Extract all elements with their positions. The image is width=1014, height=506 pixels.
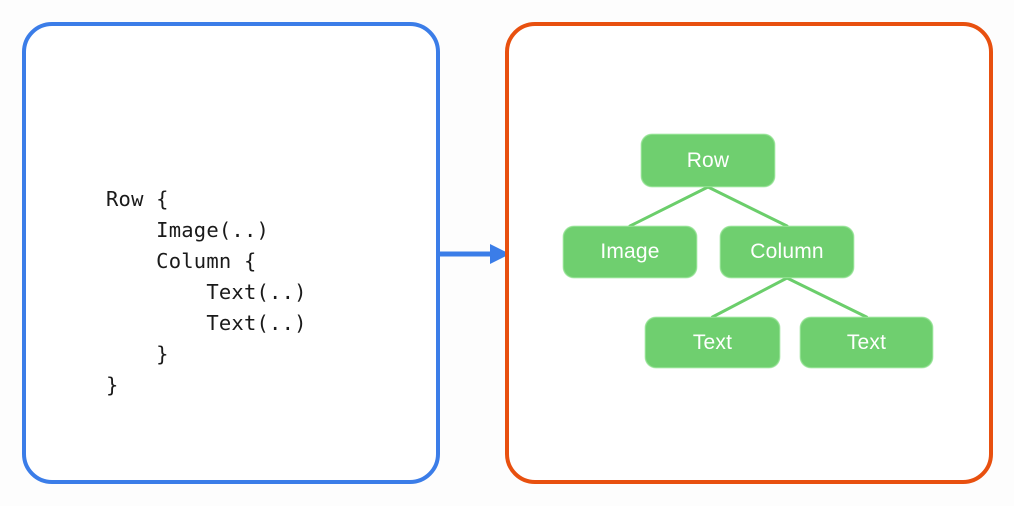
tree-node-label: Text: [846, 330, 887, 354]
tree-node-label: Text: [692, 330, 733, 354]
tree-node-label: Row: [686, 148, 730, 172]
code-panel: Row { Image(..) Column { Text(..) Text(.…: [22, 22, 440, 484]
tree-node-label: Column: [750, 240, 824, 263]
tree-node-image[interactable]: Image: [563, 226, 697, 278]
tree-node-column[interactable]: Column: [720, 226, 854, 278]
component-tree: Row Image Column Text Text: [505, 22, 993, 484]
tree-edges: [628, 185, 868, 319]
flow-arrow-icon: [436, 244, 510, 264]
tree-node-row[interactable]: Row: [641, 134, 775, 187]
tree-node-label: Image: [600, 240, 660, 263]
tree-node-text-2[interactable]: Text: [800, 317, 933, 368]
tree-node-text-1[interactable]: Text: [645, 317, 780, 368]
code-snippet: Row { Image(..) Column { Text(..) Text(.…: [106, 187, 307, 397]
